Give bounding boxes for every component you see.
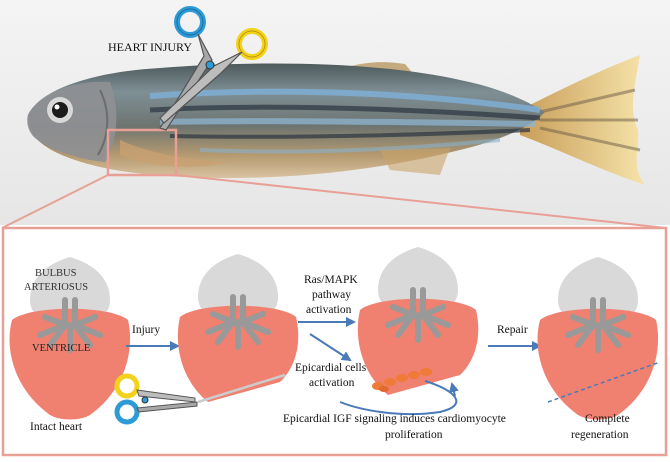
intact-heart bbox=[9, 257, 131, 420]
heart-injury-label: HEART INJURY bbox=[108, 40, 192, 54]
zebrafish-photo bbox=[27, 55, 645, 185]
regenerated-heart bbox=[537, 257, 659, 420]
epicardial-arrow bbox=[309, 333, 352, 362]
connector-left bbox=[1, 174, 109, 229]
epicardial-label-1: Epicardial cells bbox=[295, 362, 367, 374]
complete-label-2: regeneration bbox=[571, 429, 629, 441]
igf-loop bbox=[339, 380, 458, 416]
heart-region-box bbox=[106, 128, 178, 177]
scissors-icon bbox=[159, 6, 268, 131]
igf-arrow bbox=[449, 382, 459, 397]
complete-label-1: Complete bbox=[585, 413, 630, 425]
rasmapk-label-3: activation bbox=[306, 304, 352, 316]
proliferating-cells bbox=[372, 368, 432, 392]
injury-label: Injury bbox=[132, 324, 160, 336]
cut-line bbox=[197, 373, 286, 404]
igf-label-1: Epicardial IGF signaling induces cardiom… bbox=[283, 413, 506, 425]
connector-right bbox=[175, 174, 667, 229]
bulbus-label: BULBUS bbox=[35, 268, 77, 279]
rasmapk-label-1: Ras/MAPK bbox=[304, 274, 358, 286]
epicardial-label-2: activation bbox=[309, 377, 355, 389]
intact-heart-label: Intact heart bbox=[30, 421, 83, 433]
repair-label: Repair bbox=[497, 324, 528, 336]
regeneration-line bbox=[547, 361, 661, 403]
ventricle-label: VENTRICLE bbox=[32, 343, 90, 354]
injured-heart bbox=[177, 254, 299, 402]
igf-label-2: proliferation bbox=[385, 429, 443, 441]
rasmapk-label-2: pathway bbox=[312, 289, 351, 301]
arteriosus-label: ARTERIOSUS bbox=[24, 282, 88, 293]
proliferating-heart bbox=[357, 247, 479, 395]
scissors-icon-bottom bbox=[114, 373, 198, 425]
